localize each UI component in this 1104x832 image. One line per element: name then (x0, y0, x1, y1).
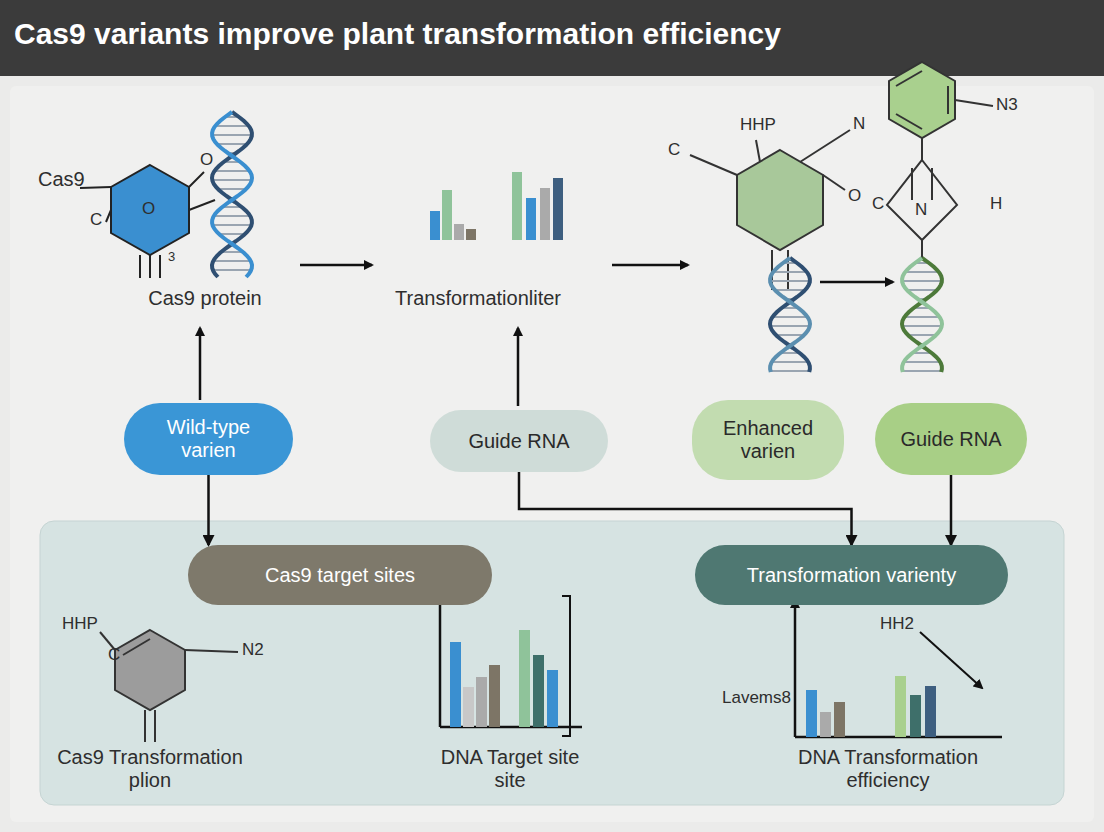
atom-label: HHP (62, 614, 98, 634)
connector-arrow (950, 475, 953, 545)
background-panel (10, 86, 1094, 822)
benzene-molecule (887, 62, 993, 258)
rounded-pill: Guide RNA (875, 403, 1027, 475)
connector-arrow (519, 472, 852, 545)
node-text: Cas9 target sites (265, 564, 415, 587)
enhanced-molecule (690, 130, 850, 290)
atom-label: C (872, 194, 884, 214)
rounded-pill: Transformation varienty (695, 545, 1008, 605)
atom-label: 3 (168, 250, 175, 265)
atom-label: O (200, 150, 213, 170)
atom-label: N (915, 200, 927, 220)
connector-arrow (207, 475, 210, 545)
caption-label: Cas9 (38, 168, 85, 191)
bar-chart (430, 172, 563, 240)
caption-label: Transformationliter (395, 287, 561, 310)
rounded-pill: Guide RNA (430, 410, 608, 472)
bar-chart (440, 596, 582, 736)
node-text: Guide RNA (468, 430, 569, 453)
node-text: Guide RNA (900, 428, 1001, 451)
atom-label: HHP (740, 115, 776, 135)
cas9-molecule (80, 165, 215, 278)
atom-label: C (108, 645, 120, 665)
atom-label: HH2 (880, 614, 914, 634)
caption-label: Cas9 Transformation plion (50, 746, 250, 792)
node-text: Wild-type varien (138, 416, 279, 462)
node-text: Enhanced varien (706, 417, 830, 463)
grey-molecule (100, 630, 238, 742)
rounded-pill: Cas9 target sites (188, 545, 492, 605)
node-text: Transformation varienty (747, 564, 956, 587)
rounded-pill: Enhanced varien (692, 400, 844, 480)
atom-label: Lavems8 (722, 688, 791, 708)
atom-label: C (90, 210, 102, 230)
caption-label: DNA Transformation efficiency (763, 746, 1013, 792)
caption-label: Cas9 protein (148, 287, 261, 310)
atom-label: N3 (996, 95, 1018, 115)
atom-label: C (668, 140, 680, 160)
flow-arrow (200, 265, 893, 406)
atom-label: O (142, 199, 155, 219)
atom-label: N2 (242, 640, 264, 660)
atom-label: N (853, 114, 865, 134)
bottom-panel (40, 521, 1064, 805)
title-bar (0, 0, 1104, 76)
atom-label: H (990, 194, 1002, 214)
caption-label: DNA Target site site (425, 746, 595, 792)
line-bar-chart (795, 600, 1002, 737)
atom-label: O (848, 186, 861, 206)
title: Cas9 variants improve plant transformati… (14, 17, 781, 51)
rounded-pill: Wild-type varien (124, 403, 293, 475)
dna-helix (212, 112, 942, 372)
